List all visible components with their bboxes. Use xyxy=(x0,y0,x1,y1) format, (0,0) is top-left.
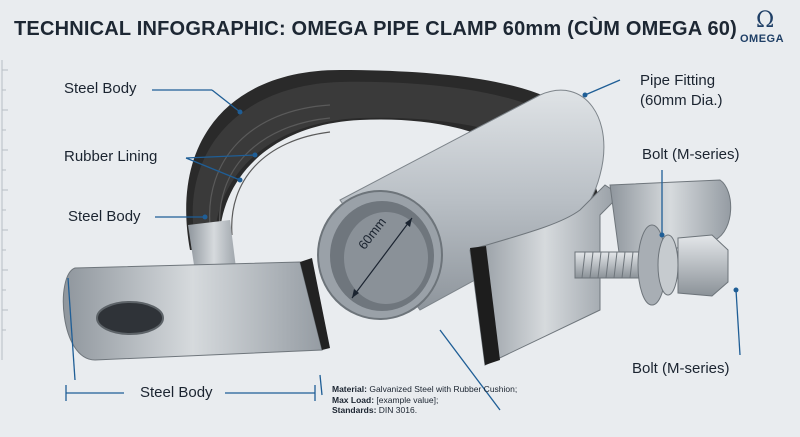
label-steel-body-bottom: Steel Body xyxy=(140,384,213,401)
material-label: Material: xyxy=(332,384,367,394)
omega-logo-icon: Ω xyxy=(756,8,775,33)
left-flange xyxy=(62,261,323,361)
bolt xyxy=(574,224,729,306)
load-value: [example value]; xyxy=(376,394,439,405)
logo-text: OMEGA xyxy=(740,33,785,45)
steel-band-right xyxy=(469,184,621,366)
left-ruler xyxy=(1,60,8,360)
label-rubber-lining: Rubber Lining xyxy=(64,148,158,165)
label-pipe-diameter: (60mm Dia.) xyxy=(640,92,723,109)
diameter-line xyxy=(351,217,413,299)
label-steel-body-top: Steel Body xyxy=(64,80,137,97)
page-title: TECHNICAL INFOGRAPHIC: OMEGA PIPE CLAMP … xyxy=(14,18,737,40)
standards-label: Standards: xyxy=(332,405,377,415)
standards-value: DIN 3016. xyxy=(378,405,418,415)
label-bolt-bottom: Bolt (M-series) xyxy=(632,360,730,377)
label-bolt-top: Bolt (M-series) xyxy=(642,146,740,163)
label-pipe-fitting: Pipe Fitting xyxy=(640,72,716,89)
rubber-ridges xyxy=(209,104,331,236)
leader-lines xyxy=(65,79,741,411)
load-label: Max Load: xyxy=(332,394,375,405)
label-steel-body-mid: Steel Body xyxy=(68,208,141,225)
material-value: Galvanized Steel with Rubber Cushion; xyxy=(369,384,518,394)
slot-hole xyxy=(96,301,164,335)
spec-notes: Material: Galvanized Steel with Rubber C… xyxy=(332,384,517,416)
